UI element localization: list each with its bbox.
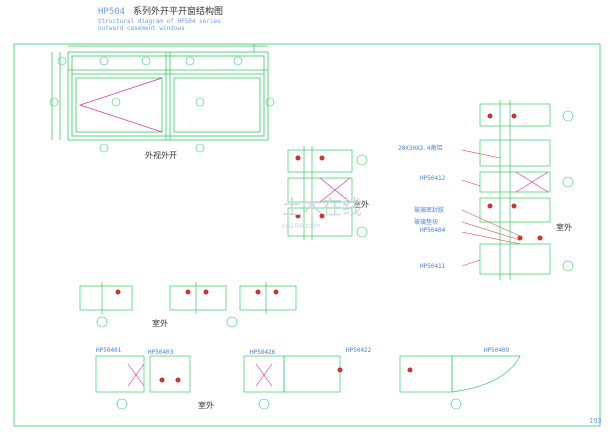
section-row-1-seals (115, 289, 279, 295)
callout-hp50422: HP50422 (346, 347, 372, 354)
callout-sealant: 玻璃密封胶 (414, 206, 444, 214)
marker-7 (562, 176, 574, 188)
marker-8 (562, 260, 574, 272)
outside-label-1: 室外 (353, 199, 369, 209)
sheet-border (13, 43, 601, 427)
callout-hp50412: HP50412 (420, 175, 446, 182)
window-elevation (51, 44, 269, 141)
header-code: HP504 (98, 7, 125, 17)
marker-6 (356, 154, 368, 166)
section-right-glass (515, 171, 549, 193)
marker-10 (356, 226, 368, 238)
watermark: 土木在线 (282, 195, 362, 219)
section-right-seals (487, 113, 543, 241)
marker-6-right (562, 110, 574, 122)
callout-hp50426: HP50426 (250, 349, 276, 356)
outside-label-2: 室外 (556, 222, 572, 232)
section-mid-seals (295, 155, 325, 219)
section-row-2-glass (127, 363, 273, 387)
outside-label-4: 室外 (198, 400, 214, 410)
section-row-2-seals (159, 367, 413, 383)
section-mid-glass (319, 177, 351, 203)
callout-hp50411: HP50411 (420, 263, 446, 270)
callout-hp50404: HP50404 (420, 227, 446, 234)
page-number: 193 (589, 417, 602, 425)
callout-hp50403: HP50403 (148, 349, 174, 356)
marker-2 (226, 316, 238, 328)
marker-1 (96, 316, 108, 328)
header-title: 系列外开平开窗结构图 (133, 5, 223, 17)
header-subtitle-2: outward casement windows (98, 25, 185, 32)
elevation-markers (49, 56, 275, 153)
elevation-caption: 外视外开 (145, 150, 177, 160)
watermark-sub: co188.com (282, 222, 321, 230)
section-mid (287, 146, 353, 240)
marker-3 (116, 398, 128, 410)
header-subtitle-1: Structural diagram of HP504 series (98, 18, 221, 25)
callout-angle: 20X30X2.4角铝 (398, 144, 443, 152)
callout-hp50401: HP50401 (96, 347, 122, 354)
marker-5 (450, 398, 462, 410)
outside-label-3: 室外 (152, 318, 168, 328)
callout-hp50409: HP50409 (484, 347, 510, 354)
callout-leaders (461, 149, 521, 267)
callout-gasket: 玻璃垫块 (414, 218, 438, 226)
section-row-2 (95, 355, 521, 393)
marker-4 (258, 398, 270, 410)
opening-direction-mark (78, 77, 163, 133)
section-right (479, 100, 551, 280)
section-row-1 (79, 282, 297, 314)
